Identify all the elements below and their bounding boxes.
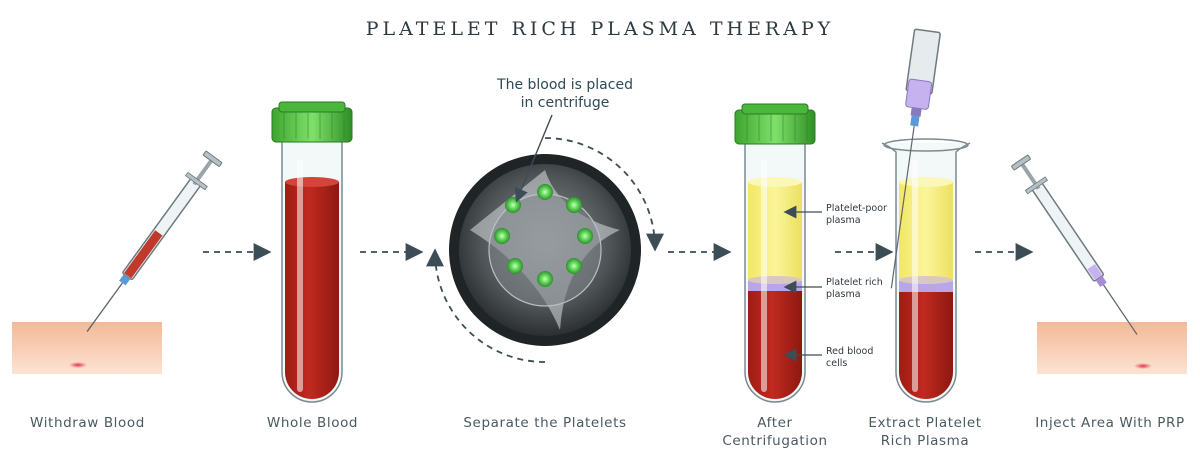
centrifuge-note-line1: The blood is placed [497, 77, 633, 93]
centrifuge-rotation-arrows [426, 137, 664, 363]
layer-label-line1: Red blood [826, 346, 874, 357]
step-label-line2: Centrifugation [722, 433, 828, 449]
layer-label-line2: plasma [826, 289, 861, 300]
layer-pointers [783, 205, 822, 362]
centrifuged-tube [734, 103, 816, 403]
layer-label-line1: Platelet rich [826, 277, 883, 288]
centrifuge-note-pointer [514, 114, 553, 203]
step-label-withdraw: Withdraw Blood [30, 415, 145, 431]
step-label-extract: Extract Platelet Rich Plasma [850, 414, 1000, 450]
step-label-line2: Rich Plasma [880, 433, 970, 449]
layer-label-red-blood-cells: Red blood cells [826, 346, 873, 370]
extraction-syringe-icon [890, 28, 941, 289]
withdraw-syringe-icon [86, 150, 223, 332]
inject-syringe-icon [1011, 154, 1138, 335]
extraction-tube [881, 138, 971, 403]
layer-label-line1: Platelet-poor [826, 203, 887, 214]
centrifuge-note: The blood is placed in centrifuge [480, 76, 650, 112]
step-label-whole-blood: Whole Blood [266, 415, 359, 431]
withdraw-skin-block [12, 322, 162, 374]
whole-blood-tube [271, 101, 353, 403]
centrifuge-drum [449, 154, 641, 346]
layer-label-platelet-rich: Platelet rich plasma [826, 277, 883, 301]
step-label-separate: Separate the Platelets [463, 415, 627, 431]
step-label-after-centrifugation: After Centrifugation [700, 414, 850, 450]
inject-skin-block [1037, 322, 1187, 374]
layer-label-platelet-poor: Platelet-poor plasma [826, 203, 887, 227]
centrifuge-sample-slots [494, 184, 593, 287]
step-label-line1: After [757, 415, 793, 431]
centrifuge-note-line2: in centrifuge [520, 95, 610, 111]
step-label-inject: Inject Area With PRP [1035, 415, 1185, 431]
layer-label-line2: cells [826, 358, 848, 369]
step-label-line1: Extract Platelet [868, 415, 982, 431]
layer-label-line2: plasma [826, 215, 861, 226]
diagram-title: PLATELET RICH PLASMA THERAPY [365, 18, 835, 40]
